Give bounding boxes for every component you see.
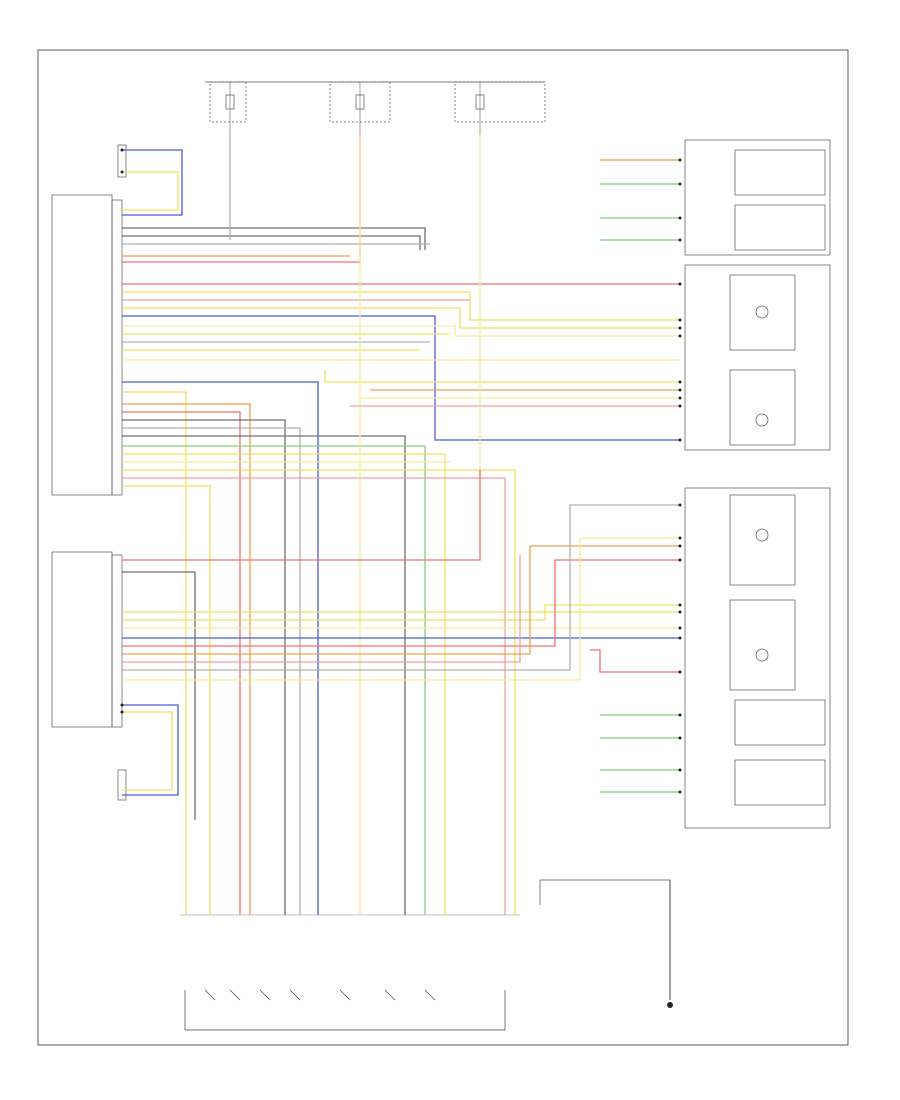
driver-door-mirror-assembly (684, 487, 831, 829)
bottom-right-module (539, 879, 673, 1008)
connector-pins (120, 148, 682, 794)
diagram-frame (37, 49, 849, 1046)
driver-door-connector (117, 144, 127, 178)
left-lower-module (51, 551, 123, 728)
wires (122, 135, 680, 1000)
passenger-door-connector (117, 769, 127, 801)
lower-switch-row (180, 914, 520, 1031)
wire-blue (122, 149, 183, 216)
left-upper-module (51, 194, 123, 496)
right-upper-components (684, 139, 831, 451)
fuse-block (205, 81, 546, 135)
wire-yellow (122, 171, 179, 211)
